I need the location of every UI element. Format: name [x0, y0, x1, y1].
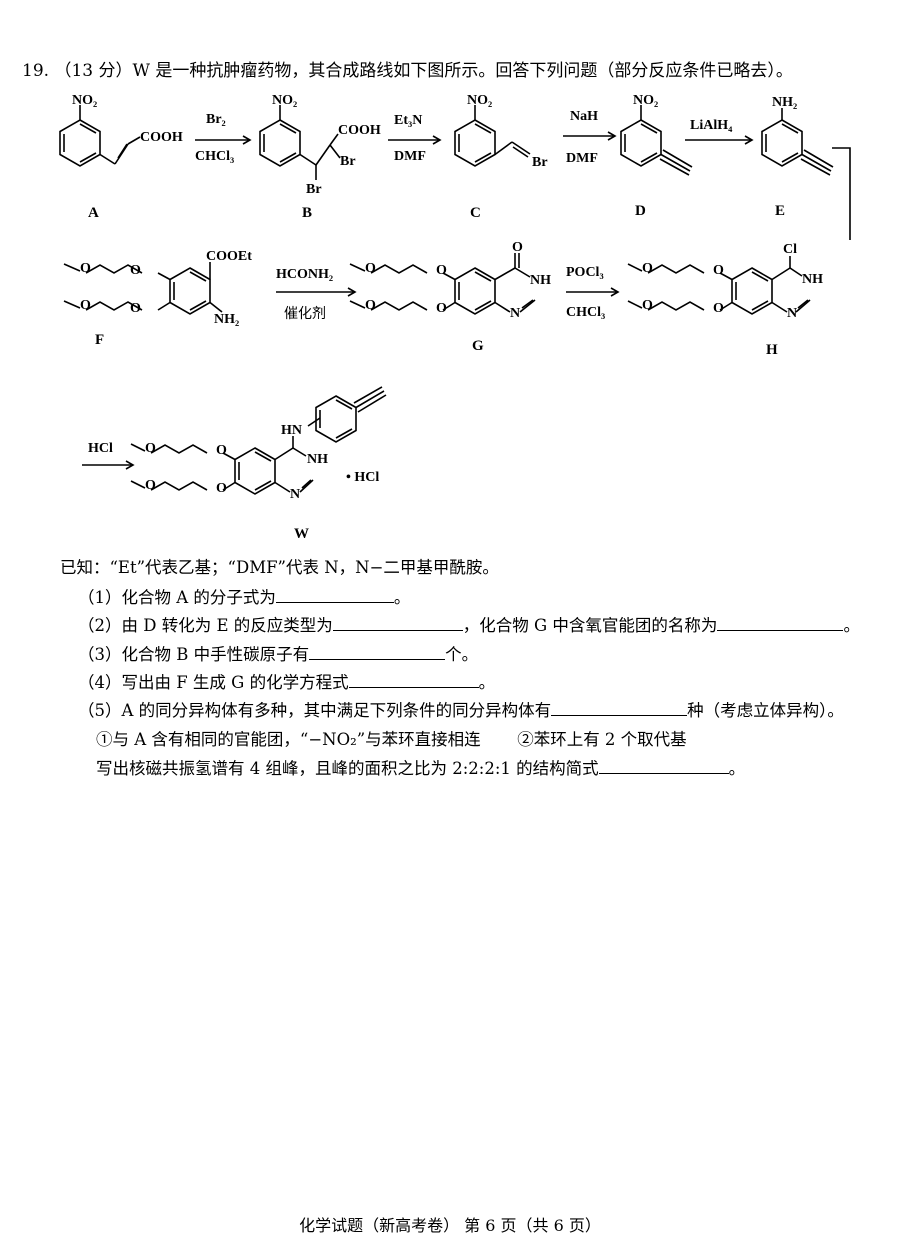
c-br: Br: [532, 155, 548, 170]
answer-blank-2b[interactable]: [717, 616, 844, 631]
reagent-6-top: POCl₃: [566, 265, 604, 280]
g-nh: NH: [530, 273, 551, 288]
w-o-3: O: [145, 441, 156, 456]
answer-blank-2a[interactable]: [332, 616, 463, 631]
g-o-1: O: [436, 263, 447, 278]
compound-a-structure: [59, 105, 141, 167]
item-4: （4）写出由 F 生成 G 的化学方程式。: [78, 673, 496, 692]
answer-blank-4[interactable]: [348, 673, 479, 688]
h-o-3: O: [642, 261, 653, 276]
label-w: W: [294, 526, 309, 542]
compound-f-structure: [63, 262, 223, 315]
f-cooet: COOEt: [206, 249, 252, 264]
label-g: G: [472, 338, 484, 354]
reagent-7-top: HCl: [88, 441, 113, 456]
answer-blank-5a[interactable]: [551, 701, 688, 716]
f-o-3: O: [80, 261, 91, 276]
g-o-4: O: [365, 298, 376, 313]
compound-b-structure: [259, 105, 341, 180]
label-d: D: [635, 203, 646, 219]
reagent-2-bottom: DMF: [394, 149, 426, 164]
reagent-1-bottom: CHCl₃: [195, 149, 234, 164]
compound-e-structure: [761, 108, 834, 176]
reagent-6-bottom: CHCl₃: [566, 305, 605, 320]
label-h: H: [766, 342, 778, 358]
reagent-5-top: HCONH₂: [276, 267, 333, 282]
f-o-4: O: [80, 298, 91, 313]
item-3: （3）化合物 B 中手性碳原子有个。: [78, 645, 479, 664]
f-o-1: O: [130, 263, 141, 278]
reagent-5-bottom: 催化剂: [284, 306, 326, 322]
label-f: F: [95, 332, 104, 348]
w-nh: NH: [307, 452, 328, 467]
h-o-1: O: [713, 263, 724, 278]
reagent-4-top: LiAlH₄: [690, 118, 733, 133]
h-nh: NH: [802, 272, 823, 287]
label-e: E: [775, 203, 785, 219]
compound-g-structure: [349, 253, 536, 315]
answer-blank-5b[interactable]: [598, 759, 729, 774]
reagent-3-top: NaH: [570, 109, 598, 124]
item-2: （2）由 D 转化为 E 的反应类型为，化合物 G 中含氧官能团的名称为。: [78, 616, 860, 635]
h-o-2: O: [713, 301, 724, 316]
b-br-1: Br: [340, 154, 356, 169]
compound-h-structure: [627, 256, 811, 315]
label-c: C: [470, 205, 481, 221]
answer-blank-3[interactable]: [309, 645, 446, 660]
h-n: N: [787, 306, 797, 321]
question-text: （13 分）W 是一种抗肿瘤药物，其合成路线如下图所示。回答下列问题（部分反应条…: [54, 61, 793, 81]
compound-d-structure: [620, 105, 693, 176]
reagent-2-top: Et₃N: [394, 113, 422, 128]
b-no2: NO₂: [272, 93, 297, 108]
w-n: N: [290, 487, 300, 502]
scheme-row-2: O O O O COOEt NH₂ HCONH₂ 催化剂 O O O O O N…: [63, 240, 823, 358]
question-number: 19.: [22, 61, 50, 81]
f-o-2: O: [130, 301, 141, 316]
compound-w-structure: [130, 386, 387, 495]
c-no2: NO₂: [467, 93, 492, 108]
d-no2: NO₂: [633, 93, 658, 108]
f-nh2: NH₂: [214, 312, 239, 327]
b-br-2: Br: [306, 182, 322, 197]
e-nh2: NH₂: [772, 95, 797, 110]
item-5-nmr: 写出核磁共振氢谱有 4 组峰，且峰的面积之比为 2:2:2:1 的结构简式。: [96, 759, 746, 778]
page-footer: 化学试题（新高考卷） 第 6 页（共 6 页）: [299, 1216, 601, 1235]
w-o-1: O: [216, 443, 227, 458]
h-o-4: O: [642, 298, 653, 313]
reagent-3-bottom: DMF: [566, 151, 598, 166]
item-5-conditions: ①与 A 含有相同的官能团，“−NO₂”与苯环直接相连 ②苯环上有 2 个取代基: [96, 730, 687, 749]
label-a: A: [88, 205, 99, 221]
compound-c-structure: [454, 105, 531, 167]
a-no2: NO₂: [72, 93, 97, 108]
answer-blank-1[interactable]: [275, 588, 394, 603]
reagent-1-top: Br₂: [206, 112, 226, 127]
g-o-2: O: [436, 301, 447, 316]
g-o-3: O: [365, 261, 376, 276]
label-b: B: [302, 205, 312, 221]
w-hn: HN: [281, 423, 302, 438]
w-o-4: O: [145, 478, 156, 493]
scheme-row-1: NO₂ COOH Br₂ CHCl₃ NO₂ COOH Br Br Et₃N D…: [59, 93, 851, 240]
scheme-row-3: HCl O O O O HN NH N • HCl W: [82, 386, 387, 542]
a-cooh: COOH: [140, 130, 183, 145]
g-n: N: [510, 306, 520, 321]
w-hcl-salt: • HCl: [346, 470, 379, 485]
known-info: 已知：“Et”代表乙基；“DMF”代表 N，N−二甲基甲酰胺。: [60, 558, 499, 577]
item-1: （1）化合物 A 的分子式为。: [78, 588, 411, 607]
b-cooh: COOH: [338, 123, 381, 138]
w-o-2: O: [216, 481, 227, 496]
g-carbonyl-o: O: [512, 240, 523, 255]
item-5: （5）A 的同分异构体有多种，其中满足下列条件的同分异构体有种（考虑立体异构）。: [78, 701, 844, 720]
h-cl: Cl: [783, 242, 797, 257]
question-header: 19. （13 分）W 是一种抗肿瘤药物，其合成路线如下图所示。回答下列问题（部…: [22, 56, 793, 81]
